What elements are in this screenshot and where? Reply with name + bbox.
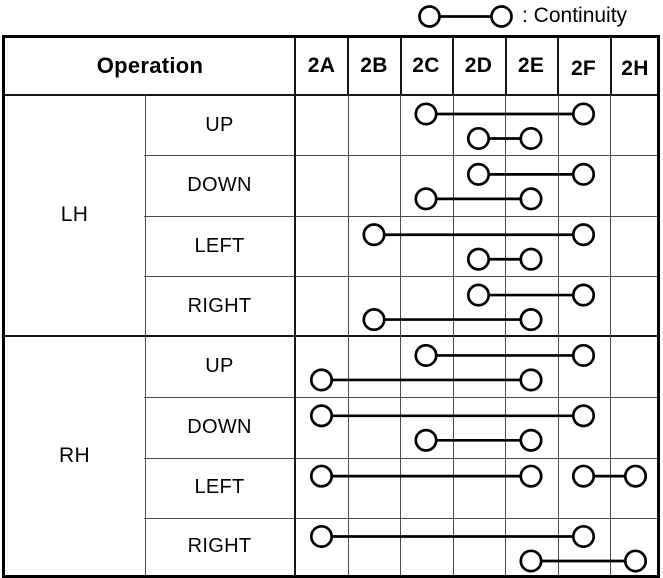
group-divider xyxy=(5,335,657,337)
column-divider xyxy=(610,38,612,575)
op-label-lh-right: RIGHT xyxy=(187,294,252,317)
operation-header: Operation xyxy=(96,53,204,78)
header-column-divider xyxy=(452,38,454,95)
column-divider xyxy=(452,38,454,575)
legend: : Continuity xyxy=(418,1,627,31)
group-label-lh: LH xyxy=(60,203,89,226)
op-label-rh-right: RIGHT xyxy=(187,535,252,557)
op-label-lh-up: UP xyxy=(205,113,234,136)
column-divider xyxy=(347,38,349,575)
column-divider xyxy=(144,95,146,575)
column-header-2h: 2H xyxy=(621,57,649,80)
op-label-lh-down: DOWN xyxy=(187,174,252,196)
group-label-rh: RH xyxy=(59,443,90,467)
column-header-2c: 2C xyxy=(412,54,440,77)
header-column-divider xyxy=(399,38,402,95)
header-divider xyxy=(5,94,657,96)
column-header-2a: 2A xyxy=(307,54,336,77)
column-header-2d: 2D xyxy=(464,54,493,77)
column-divider xyxy=(400,38,402,575)
column-divider xyxy=(294,38,296,575)
header-column-divider xyxy=(504,38,507,95)
header-column-divider xyxy=(609,38,612,95)
op-label-rh-left: LEFT xyxy=(194,476,245,498)
column-header-2b: 2B xyxy=(360,54,388,77)
header-column-divider xyxy=(347,38,349,95)
column-header-2f: 2F xyxy=(570,57,597,80)
column-header-2e: 2E xyxy=(517,54,545,77)
legend-label: : Continuity xyxy=(522,4,628,27)
column-divider xyxy=(557,38,559,575)
column-divider xyxy=(505,38,507,575)
continuity-symbol-icon xyxy=(418,4,513,28)
table-border xyxy=(2,35,660,578)
op-label-lh-left: LEFT xyxy=(194,234,245,257)
header-column-divider xyxy=(557,38,559,95)
op-label-rh-down: DOWN xyxy=(187,415,252,438)
op-label-rh-up: UP xyxy=(205,355,234,377)
